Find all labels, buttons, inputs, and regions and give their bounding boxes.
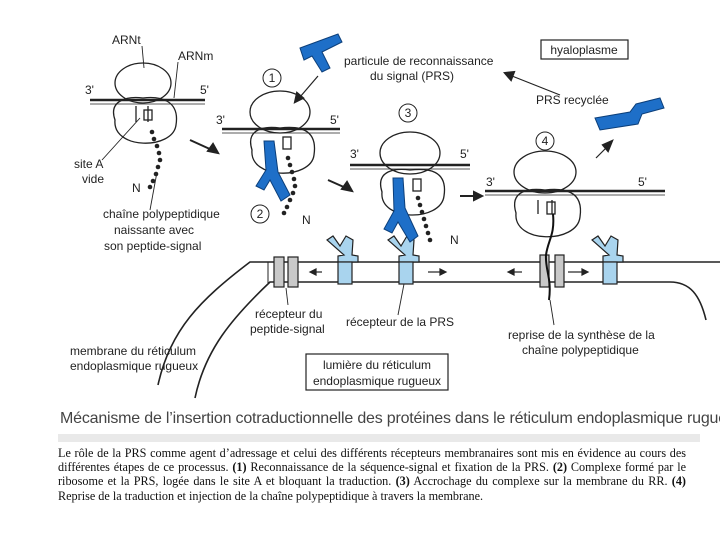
five-prime-0: 5': [200, 83, 209, 97]
caption-step1-num: (1): [232, 460, 246, 474]
ribosome-initial: [90, 63, 205, 143]
prs-bound-step2: [256, 141, 290, 201]
site-a-label-2: vide: [82, 172, 104, 186]
caption-step4-num: (4): [672, 474, 686, 488]
caption-step3: Accrochage du complexe sur la membrane d…: [410, 474, 672, 488]
caption-step2-num: (2): [553, 460, 567, 474]
five-prime-4: 5': [638, 175, 647, 189]
hyaloplasme-label: hyaloplasme: [550, 43, 618, 57]
five-prime-1: 5': [330, 113, 339, 127]
chain-label-3: son peptide-signal: [104, 239, 201, 253]
n-terminus-0: N: [132, 181, 141, 195]
five-prime-3: 5': [460, 147, 469, 161]
prs-free: [300, 34, 342, 72]
step-2: 2: [257, 207, 264, 221]
recept-pep-label-2: peptide-signal: [250, 322, 325, 336]
three-prime-1: 3': [216, 113, 225, 127]
n-terminus-3: N: [450, 233, 459, 247]
recept-prs-label: récepteur de la PRS: [346, 315, 454, 329]
title-divider: [58, 434, 700, 442]
prs-label-2: du signal (PRS): [370, 69, 454, 83]
n-terminus-1: N: [302, 213, 311, 227]
prs-recyclee-label: PRS recyclée: [536, 93, 609, 107]
step-1: 1: [269, 71, 276, 85]
lumiere-label-1: lumière du réticulum: [323, 358, 431, 372]
three-prime-3: 3': [350, 147, 359, 161]
caption-step1: Reconnaissance de la séquence-signal et …: [247, 460, 553, 474]
chain-label-1: chaîne polypeptidique: [103, 207, 220, 221]
caption-step4: Reprise de la traduction et injection de…: [58, 489, 483, 503]
step-4: 4: [542, 134, 549, 148]
arnm-label: ARNm: [178, 49, 213, 63]
membrane-label-1: membrane du réticulum: [70, 344, 196, 358]
chain-label-2: naissante avec: [114, 223, 194, 237]
three-prime-0: 3': [85, 83, 94, 97]
nascent-chain-0: [148, 130, 163, 190]
ribosome-step4: [485, 151, 665, 237]
caption-step3-num: (3): [396, 474, 410, 488]
arnt-label: ARNt: [112, 33, 141, 47]
three-prime-4: 3': [486, 175, 495, 189]
diagram: hyaloplasme lumière du réticulum endopla…: [0, 0, 720, 400]
reprise-label-2: chaîne polypeptidique: [522, 343, 639, 357]
membrane-label-2: endoplasmique rugueux: [70, 359, 198, 373]
lumiere-label-2: endoplasmique rugueux: [313, 374, 441, 388]
prs-receptors: [327, 236, 623, 284]
lumiere-box: lumière du réticulum endoplasmique rugue…: [306, 354, 448, 390]
figure-caption: Le rôle de la PRS comme agent d’adressag…: [58, 446, 686, 503]
step-3: 3: [405, 106, 412, 120]
site-a-label-1: site A: [74, 157, 103, 171]
hyaloplasme-box: hyaloplasme: [541, 40, 628, 59]
prs-label-1: particule de reconnaissance: [344, 54, 494, 68]
reprise-label-1: reprise de la synthèse de la: [508, 328, 655, 342]
recept-pep-label-1: récepteur du: [255, 307, 322, 321]
ribosome-step1: [222, 91, 340, 173]
ribosome-step3: [350, 132, 470, 215]
figure-title: Mécanisme de l’insertion cotraductionnel…: [60, 410, 700, 428]
